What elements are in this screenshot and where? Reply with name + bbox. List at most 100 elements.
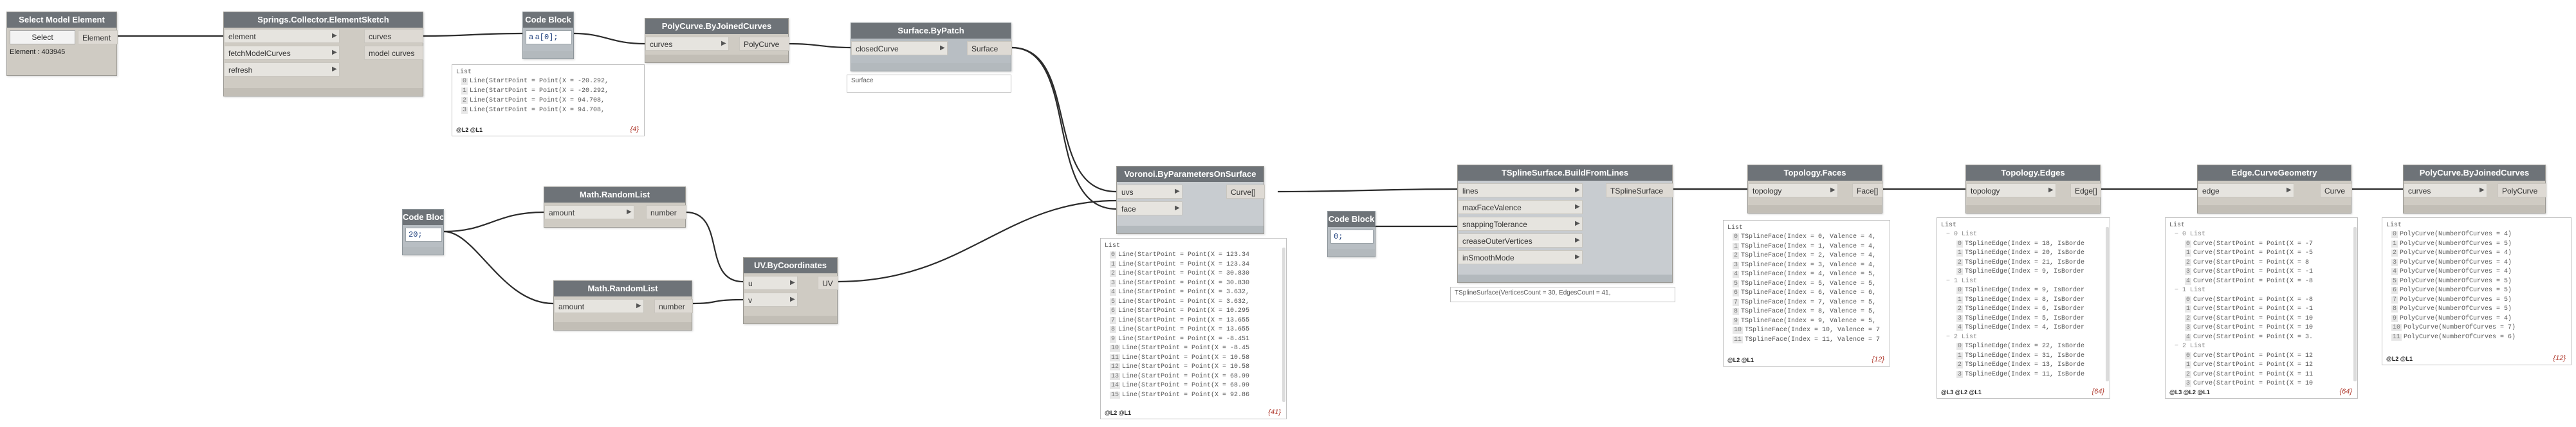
node-footer <box>744 316 837 323</box>
input-port-v[interactable]: v <box>744 293 798 307</box>
output-port-uv[interactable]: UV <box>818 276 838 290</box>
list-index: 1 <box>2391 240 2398 248</box>
code-editor[interactable]: a a[0]; <box>526 30 572 44</box>
select-button[interactable]: Select <box>10 30 75 44</box>
list-item-text: Line(StartPoint = Point(X = 30.830 <box>1118 270 1250 277</box>
polycurve-by-joined-curves-node[interactable]: PolyCurve.ByJoinedCurves curves ▶ PolyCu… <box>645 18 789 63</box>
output-port-faces[interactable]: Face[] <box>1852 183 1883 197</box>
sublist-header[interactable]: − 2 List <box>2175 343 2206 350</box>
node-footer <box>523 51 573 59</box>
input-port-element[interactable]: element <box>224 29 340 43</box>
list-item-text: Curve(StartPoint = Point(X = -7 <box>2193 240 2314 248</box>
list-item-text: TSplineFace(Index = 4, Valence = 5, <box>1741 271 1877 278</box>
topology-faces-node[interactable]: Topology.Faces topology ▶ Face[] <box>1747 165 1883 214</box>
input-port-topology[interactable]: topology <box>1966 183 2056 197</box>
input-port-snapping-tolerance[interactable]: snappingTolerance <box>1458 217 1583 231</box>
polycurve-by-joined-curves-node[interactable]: PolyCurve.ByJoinedCurves curves ▶ PolyCu… <box>2403 165 2546 214</box>
node-footer <box>554 322 692 330</box>
input-port-lines[interactable]: lines <box>1458 183 1583 197</box>
wire <box>692 298 744 305</box>
input-port-topology[interactable]: topology <box>1748 183 1838 197</box>
list-levels: @L2 @L1 <box>1105 410 1132 416</box>
list-index: 1 <box>2185 250 2192 257</box>
list-header: List <box>1941 222 1957 229</box>
output-port-element[interactable]: Element <box>78 30 118 44</box>
output-port-surface[interactable]: Surface <box>967 41 1012 55</box>
topology-edges-node[interactable]: Topology.Edges topology ▶ Edge[] <box>1965 165 2101 214</box>
input-port-crease-outer-vertices[interactable]: creaseOuterVertices <box>1458 233 1583 248</box>
input-port-uvs[interactable]: uvs <box>1117 185 1182 199</box>
code-editor[interactable]: 20; <box>405 228 442 242</box>
element-sketch-node[interactable]: Springs.Collector.ElementSketch element … <box>223 12 423 96</box>
input-port-curves[interactable]: curves <box>645 37 729 51</box>
list-item-text: TSplineEdge(Index = 13, IsBorde <box>1965 361 2085 368</box>
list-index: 6 <box>2391 287 2398 294</box>
input-port-amount[interactable]: amount <box>544 205 634 219</box>
scrollbar[interactable] <box>2353 227 2357 381</box>
scrollbar[interactable] <box>1282 248 1285 402</box>
list-item-text: Line(StartPoint = Point(X = 68.99 <box>1122 372 1250 380</box>
code-block-node[interactable]: Code Block a a[0]; <box>522 12 574 59</box>
list-index: 2 <box>2185 259 2192 266</box>
output-port-tspline-surface[interactable]: TSplineSurface <box>1606 183 1673 197</box>
list-item-text: PolyCurve(NumberOfCurves = 5) <box>2400 277 2512 285</box>
input-port-edge[interactable]: edge <box>2198 183 2294 197</box>
sublist-header[interactable]: − 1 List <box>1946 277 1978 285</box>
math-random-list-node[interactable]: Math.RandomList amount ▶ number <box>544 186 686 228</box>
sublist-header[interactable]: − 0 List <box>2175 231 2206 238</box>
code-block-node[interactable]: Code Block 0; <box>1327 211 1375 257</box>
uv-by-coordinates-node[interactable]: UV.ByCoordinates u v ▶ ▶ UV <box>743 257 838 324</box>
chevron-right-icon: ▶ <box>2479 186 2485 194</box>
list-index: 9 <box>1110 335 1117 343</box>
input-port-curves[interactable]: curves <box>2404 183 2487 197</box>
sublist-header[interactable]: − 0 List <box>1946 231 1978 238</box>
list-index: 3 <box>1956 268 1964 275</box>
input-port-closed-curve[interactable]: closedCurve <box>851 41 948 55</box>
list-item-text: PolyCurve(NumberOfCurves = 5) <box>2400 296 2512 304</box>
sublist-header[interactable]: − 1 List <box>2175 287 2206 294</box>
list-item-text: PolyCurve(NumberOfCurves = 7) <box>2404 324 2516 331</box>
tspline-build-from-lines-node[interactable]: TSplineSurface.BuildFromLines lines maxF… <box>1457 165 1673 283</box>
input-port-amount[interactable]: amount <box>554 299 644 313</box>
input-port-in-smooth-mode[interactable]: inSmoothMode <box>1458 250 1583 264</box>
output-port-curve[interactable]: Curve <box>2320 183 2352 197</box>
list-count: {64} <box>2092 388 2104 395</box>
input-port-u[interactable]: u <box>744 276 798 290</box>
output-port-curves[interactable]: curves <box>364 29 423 43</box>
output-port-polycurve[interactable]: PolyCurve <box>739 37 789 51</box>
scrollbar[interactable] <box>2106 227 2109 381</box>
list-item-text: Curve(StartPoint = Point(X = 12 <box>2193 352 2314 359</box>
output-port-model-curves[interactable]: model curves <box>364 46 423 60</box>
node-footer <box>1328 249 1375 257</box>
edge-curve-geometry-node[interactable]: Edge.CurveGeometry edge ▶ Curve <box>2197 165 2352 214</box>
voronoi-by-parameters-node[interactable]: Voronoi.ByParametersOnSurface uvs face ▶… <box>1116 166 1265 234</box>
input-port-max-face-valence[interactable]: maxFaceValence <box>1458 200 1583 214</box>
input-port-face[interactable]: face <box>1117 201 1182 215</box>
input-port-fetch-model-curves[interactable]: fetchModelCurves <box>224 46 340 60</box>
select-model-element-node[interactable]: Select Model Element Select Element Elem… <box>6 12 118 76</box>
list-item-text: Line(StartPoint = Point(X = -20.292, <box>470 87 609 95</box>
input-port-refresh[interactable]: refresh <box>224 62 340 77</box>
sublist-header[interactable]: − 2 List <box>1946 333 1978 341</box>
list-item-text: TSplineFace(Index = 10, Valence = 7 <box>1745 327 1881 334</box>
list-index: 1 <box>1110 260 1117 268</box>
code-block-node[interactable]: Code Block 20; <box>402 209 444 255</box>
code-editor[interactable]: 0; <box>1330 230 1374 244</box>
math-random-list-node[interactable]: Math.RandomList amount ▶ number <box>553 280 693 331</box>
output-port-number[interactable]: number <box>646 205 686 219</box>
list-item-text: TSplineEdge(Index = 9, IsBorder <box>1965 287 2085 294</box>
list-index: 4 <box>2185 333 2192 341</box>
surface-by-patch-node[interactable]: Surface.ByPatch closedCurve ▶ Surface <box>851 23 1012 71</box>
output-port-curve-list[interactable]: Curve[] <box>1226 185 1265 199</box>
output-port-number[interactable]: number <box>654 299 693 313</box>
list-header: List <box>2386 222 2402 229</box>
output-port-edges[interactable]: Edge[] <box>2070 183 2101 197</box>
output-port-polycurve[interactable]: PolyCurve <box>2498 183 2546 197</box>
